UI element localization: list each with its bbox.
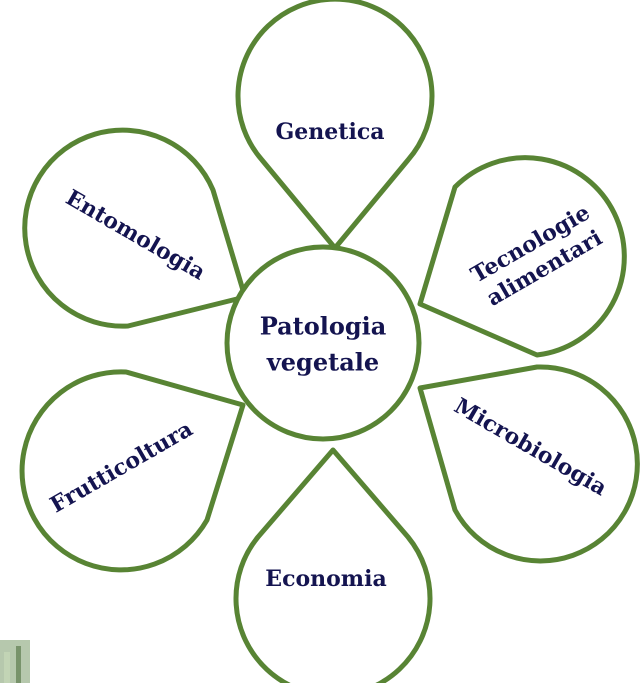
corner-photo-fragment bbox=[0, 640, 30, 683]
petal-entomologia: Entomologia bbox=[25, 130, 245, 326]
petal-genetica-label: Genetica bbox=[276, 119, 385, 145]
petal-microbiologia-shape bbox=[420, 367, 637, 561]
petal-frutticoltura: Frutticoltura bbox=[22, 372, 243, 570]
center-label-line2: vegetale bbox=[266, 348, 379, 377]
petal-economia-label: Economia bbox=[265, 566, 386, 592]
center-node: Patologia vegetale bbox=[227, 247, 419, 439]
center-label-line1: Patologia bbox=[260, 312, 387, 341]
center-circle bbox=[227, 247, 419, 439]
petal-economia: Economia bbox=[236, 450, 430, 683]
petal-microbiologia: Microbiologia bbox=[420, 367, 637, 561]
petal-tecnologie-alimentari: Tecnologie alimentari bbox=[420, 158, 624, 355]
petal-genetica: Genetica bbox=[238, 0, 432, 248]
